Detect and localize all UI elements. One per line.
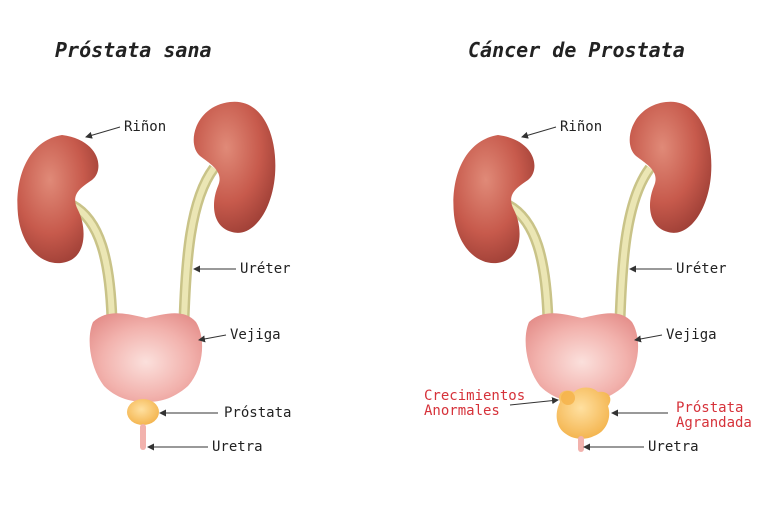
right-bladder-label: Vejiga (666, 327, 717, 343)
right-ureter-right-core (617, 166, 653, 321)
right-kidney-right (629, 101, 712, 233)
left-urethra-label: Uretra (212, 439, 263, 455)
left-prostate-label: Próstata (224, 405, 292, 421)
right-prostate-label-line1: Próstata (676, 400, 744, 416)
left-kidney-right (193, 101, 276, 233)
right-kidney-arrow (521, 126, 557, 139)
left-ureter-left-core (70, 202, 115, 321)
right-kidney-left (453, 135, 535, 264)
left-diagram (17, 101, 276, 451)
left-bladder-arrow (198, 334, 227, 343)
right-kidney-label: Riñon (560, 119, 603, 135)
right-urethra (578, 436, 584, 452)
right-abnormal-label-line2: Anormales (424, 403, 500, 419)
right-prostate-label-line2: Agrandada (676, 415, 752, 431)
left-ureter-label: Uréter (240, 261, 291, 277)
right-abnormal-arrow (509, 397, 559, 406)
right-ureter-label: Uréter (676, 261, 727, 277)
left-kidney-left (17, 135, 99, 264)
right-panel-title: Cáncer de Prostata (468, 38, 685, 62)
left-ureter-right-core (181, 166, 217, 321)
left-kidney-arrow (85, 126, 121, 139)
left-bladder-label: Vejiga (230, 327, 281, 343)
left-panel-title: Próstata sana (55, 38, 212, 62)
right-urethra-label: Uretra (648, 439, 699, 455)
right-bladder-arrow (634, 334, 663, 343)
right-abnormal-growth (561, 391, 575, 405)
right-abnormal-label-line1: Crecimientos (424, 388, 526, 404)
left-urethra (140, 424, 146, 450)
right-ureter-left-core (506, 202, 551, 321)
right-bladder (525, 313, 639, 402)
right-diagram (453, 101, 712, 452)
left-kidney-label: Riñon (124, 119, 167, 135)
left-prostate (127, 399, 159, 425)
left-bladder (89, 313, 203, 402)
